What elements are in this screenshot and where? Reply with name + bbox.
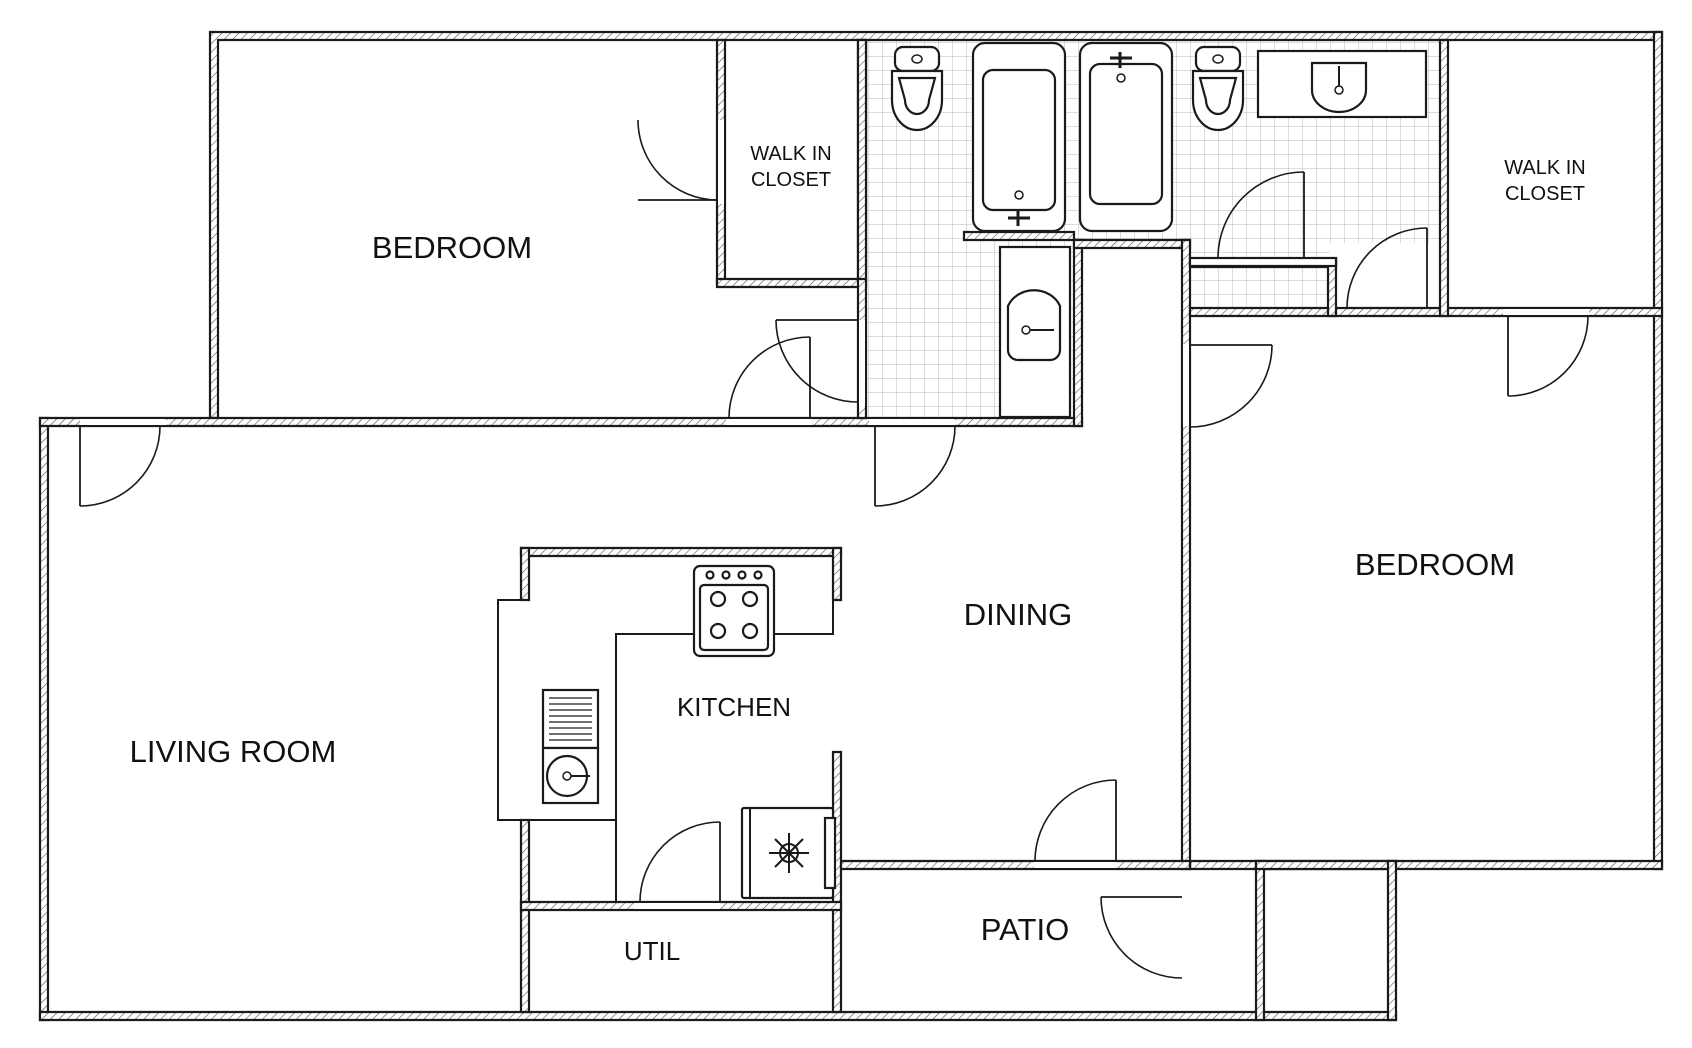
bath2-vanity-ledge (1188, 256, 1338, 268)
room-label-dining: DINING (964, 597, 1073, 632)
kitchen-sink-icon (541, 746, 600, 805)
room-label-walk-in-closet-1: WALK IN (750, 143, 832, 165)
sink-icon (1256, 49, 1428, 119)
door-bedroom2-hall (1189, 344, 1273, 428)
door-living-entry (79, 425, 161, 507)
door-patio-storage (1100, 896, 1183, 979)
room-label-patio: PATIO (981, 912, 1069, 947)
room-label-util: UTIL (624, 936, 680, 966)
doors (79, 119, 1589, 979)
room-label-bedroom-2: BEDROOM (1355, 547, 1515, 582)
svg-text:CLOSET: CLOSET (751, 169, 831, 191)
door-kitchen-util (639, 821, 721, 903)
bathtub-icon (1078, 41, 1174, 233)
door-closet2 (1346, 227, 1428, 309)
door-openings (80, 120, 1589, 978)
room-label-walk-in-closet-2: WALK IN (1504, 157, 1586, 179)
door-bath1 (775, 319, 859, 403)
door-dining-patio (1034, 779, 1117, 862)
room-label-kitchen: KITCHEN (677, 692, 791, 722)
sink-icon (998, 245, 1072, 419)
room-label-walk-in-closet-1-line2: CLOSET (751, 169, 831, 191)
svg-text:CLOSET: CLOSET (1505, 183, 1585, 205)
room-label-bedroom-1: BEDROOM (372, 230, 532, 265)
toilet-icon (890, 45, 944, 132)
kitchen-counters (497, 599, 834, 903)
room-label-walk-in-closet-2-line2: CLOSET (1505, 183, 1585, 205)
door-bedroom2-closet (1507, 315, 1589, 397)
room-label-living-room: LIVING ROOM (130, 734, 337, 769)
door-bedroom1 (728, 336, 811, 419)
door-dining-bath (874, 425, 956, 507)
refrigerator-icon (740, 806, 837, 900)
walls (38, 30, 1664, 1022)
room-labels: BEDROOM WALK IN CLOSET WALK IN CLOSET BE… (130, 143, 1586, 966)
stove-icon (692, 564, 776, 658)
dishwasher-icon (541, 688, 600, 750)
toilet-icon (1191, 45, 1245, 132)
door-closet1 (637, 119, 718, 201)
door-bath2 (1217, 171, 1305, 260)
bathtub-icon (971, 41, 1067, 233)
